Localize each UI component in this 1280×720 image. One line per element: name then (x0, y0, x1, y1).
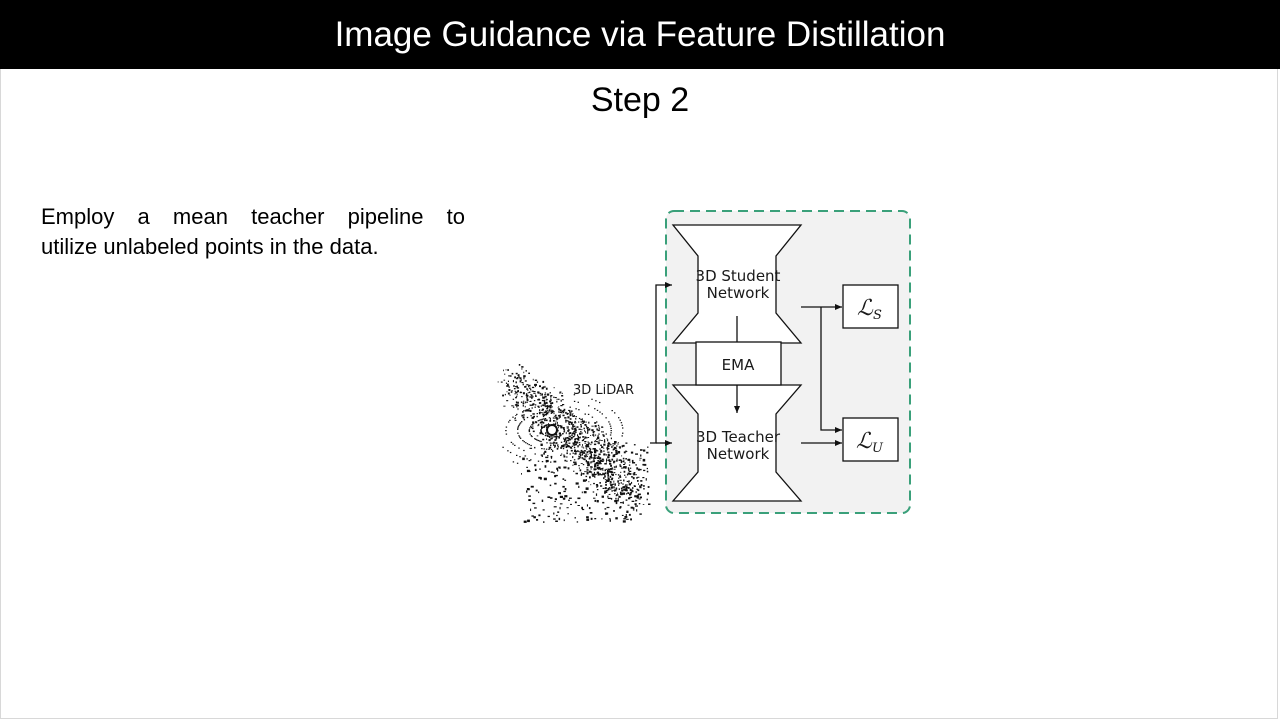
slide-subtitle: Step 2 (590, 81, 690, 119)
input-connector (650, 282, 672, 444)
teacher-network-block (671, 384, 803, 502)
ema-label: EMA (722, 356, 755, 374)
body-text: Employ a mean teacher pipeline to utiliz… (41, 202, 465, 262)
student-to-unsup-connector (820, 307, 842, 433)
supervised-loss-box (842, 284, 899, 329)
supervised-loss-subscript: S (873, 308, 882, 323)
student-network-label-2: Network (707, 284, 770, 302)
body-text-line-2: utilize unlabeled points in the data. (41, 234, 379, 259)
teacher-network-label-1: 3D Teacher (696, 428, 781, 446)
unsupervised-loss-box (842, 417, 899, 462)
body-text-line-1: Employ a mean teacher pipeline to (41, 204, 465, 229)
teacher-network-label-2: Network (707, 445, 770, 463)
student-network-label-1: 3D Student (696, 267, 781, 285)
ema-box (695, 341, 782, 386)
supervised-loss-symbol: ℒ (857, 296, 874, 321)
lidar-label: 3D LiDAR (573, 383, 634, 398)
slide-title-bar: Image Guidance via Feature Distillation (0, 0, 1280, 69)
unsupervised-loss-subscript: U (872, 441, 884, 456)
slide-frame (0, 69, 1278, 719)
slide-title: Image Guidance via Feature Distillation (334, 14, 946, 54)
lidar-point-cloud (497, 364, 651, 523)
student-network-block (671, 224, 803, 344)
unsupervised-loss-symbol: ℒ (856, 429, 873, 454)
